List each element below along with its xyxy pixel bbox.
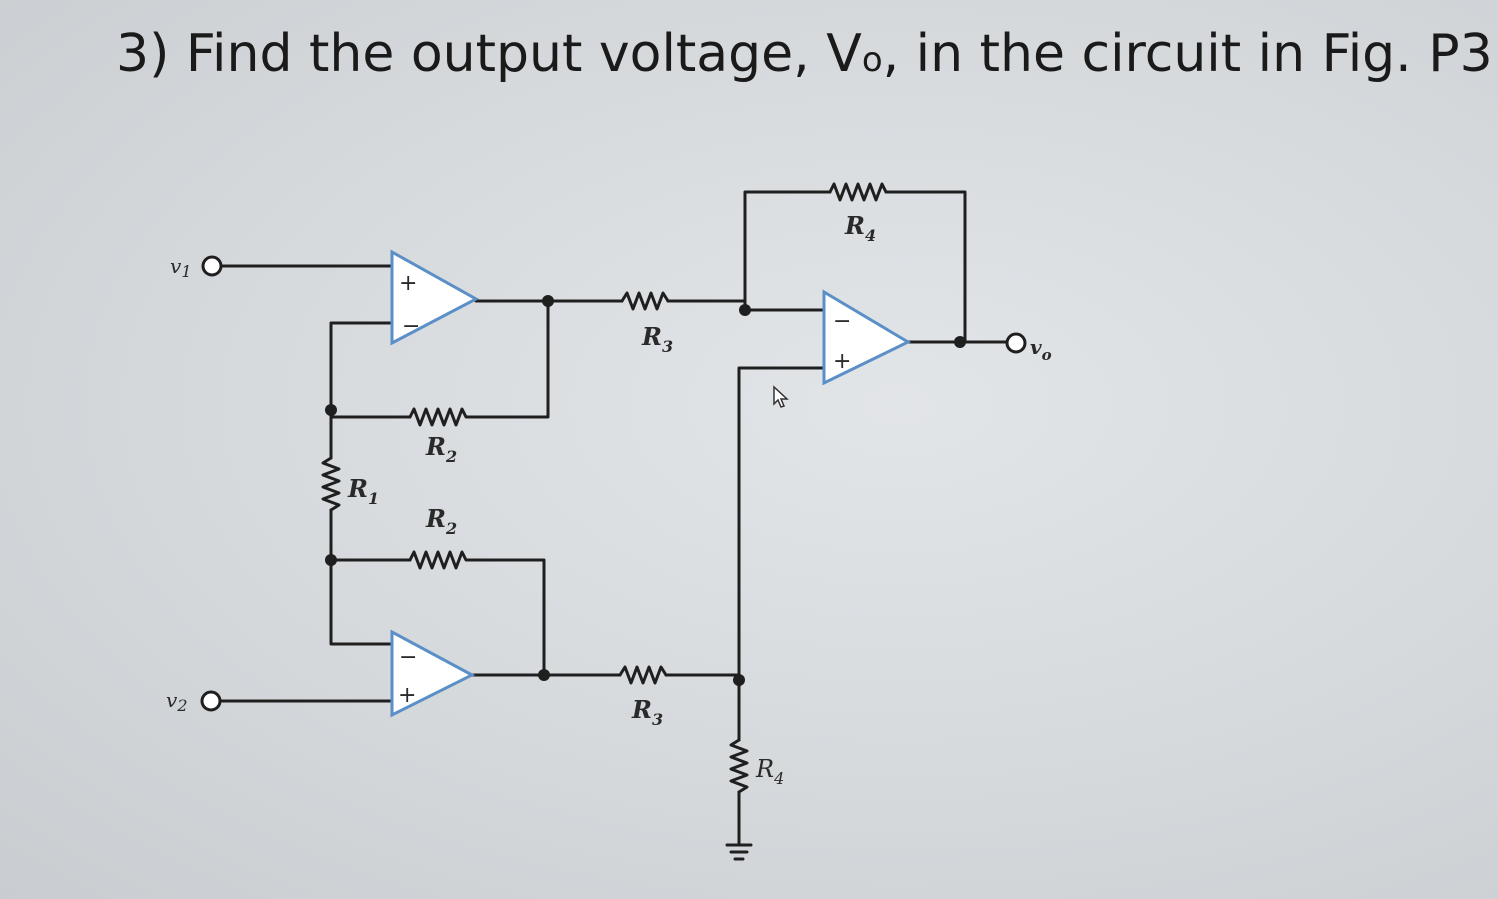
terminal-v1 (201, 255, 223, 277)
question-text-sub: o (861, 40, 883, 80)
resistor-r4-top (828, 182, 888, 202)
label-r2-top-sub: 2 (445, 447, 457, 466)
svg-text:R3: R3 (631, 695, 663, 729)
label-v1-main: v (170, 254, 182, 278)
svg-text:vo: vo (1030, 335, 1052, 364)
junction-top-node (739, 304, 751, 316)
label-r2-bottom-sub: 2 (445, 519, 457, 538)
resistor-r3-bottom (618, 665, 668, 685)
wire-opamp1-inv (329, 321, 394, 419)
label-r3-top-sub: 3 (662, 337, 673, 356)
label-r1-main: R (347, 474, 368, 503)
label-r4-bottom-sub: 4 (773, 769, 784, 788)
junction-bottom-node (733, 674, 745, 686)
label-v1-sub: 1 (181, 262, 191, 281)
question-number: 3) (116, 24, 170, 84)
opamp1-minus-sign: − (402, 314, 420, 339)
label-r1-sub: 1 (368, 489, 379, 508)
label-r4-top-sub: 4 (865, 226, 876, 245)
opamp1-plus-sign: + (399, 271, 417, 296)
svg-text:R2: R2 (425, 432, 457, 466)
label-r2-bottom-main: R (425, 504, 446, 533)
wire-node-to-opamp3-noninv (737, 366, 826, 677)
opamp-3 (822, 289, 912, 386)
opamp-2 (390, 629, 476, 718)
label-r3-bottom-main: R (631, 695, 652, 724)
junction-r1-bottom (325, 554, 337, 566)
junction-output (954, 336, 966, 348)
opamp2-minus-sign: − (399, 645, 417, 670)
svg-text:R4: R4 (844, 211, 876, 245)
svg-text:R3: R3 (641, 322, 673, 356)
label-vo-sub: o (1042, 346, 1052, 364)
junction-r1-top (325, 404, 337, 416)
resistor-r3-top (620, 291, 670, 311)
label-r2-top-main: R (425, 432, 446, 461)
resistor-r2-top (408, 407, 472, 427)
svg-text:R2: R2 (425, 504, 457, 538)
junction-opamp1-out (542, 295, 554, 307)
svg-text:v2: v2 (166, 688, 188, 715)
terminal-vo (1005, 332, 1027, 354)
junction-opamp2-out (538, 669, 550, 681)
svg-text:R1: R1 (347, 474, 379, 508)
wire-top-node-to-opamp3-inv (743, 299, 826, 312)
label-r3-bottom-sub: 3 (652, 710, 663, 729)
svg-text:R4: R4 (755, 755, 784, 788)
opamp3-plus-sign: + (833, 349, 851, 374)
label-r4-top-main: R (844, 211, 865, 240)
junction-dots (325, 295, 966, 686)
resistor-r1 (321, 456, 341, 512)
wire-r2-bottom-right (468, 558, 546, 677)
wire-r4-top-right (884, 190, 967, 344)
svg-text:v1: v1 (170, 254, 192, 281)
terminal-v2 (200, 690, 222, 712)
opamp3-minus-sign: − (833, 309, 851, 334)
wire-opamp1-feedback (468, 299, 550, 419)
wire-top-node-up (743, 190, 832, 303)
question-text-after: , in the circuit in Fig. P3. (882, 24, 1498, 84)
mouse-cursor-icon (773, 385, 789, 408)
wire-opamp2-inv (329, 558, 394, 646)
label-r4-bottom-main: R (755, 755, 774, 783)
label-v2-main: v (166, 688, 178, 712)
resistor-r4-bottom (729, 738, 749, 794)
question-text-before: Find the output voltage, V (185, 24, 862, 84)
opamp2-plus-sign: + (398, 683, 416, 708)
label-r3-top-main: R (641, 322, 662, 351)
resistor-r2-bottom (408, 550, 472, 570)
label-vo-main: v (1030, 335, 1042, 359)
opamp-1 (390, 249, 480, 346)
label-v2-sub: 2 (176, 696, 187, 715)
question-text: 3) Find the output voltage, Vo, in the c… (116, 24, 1498, 84)
